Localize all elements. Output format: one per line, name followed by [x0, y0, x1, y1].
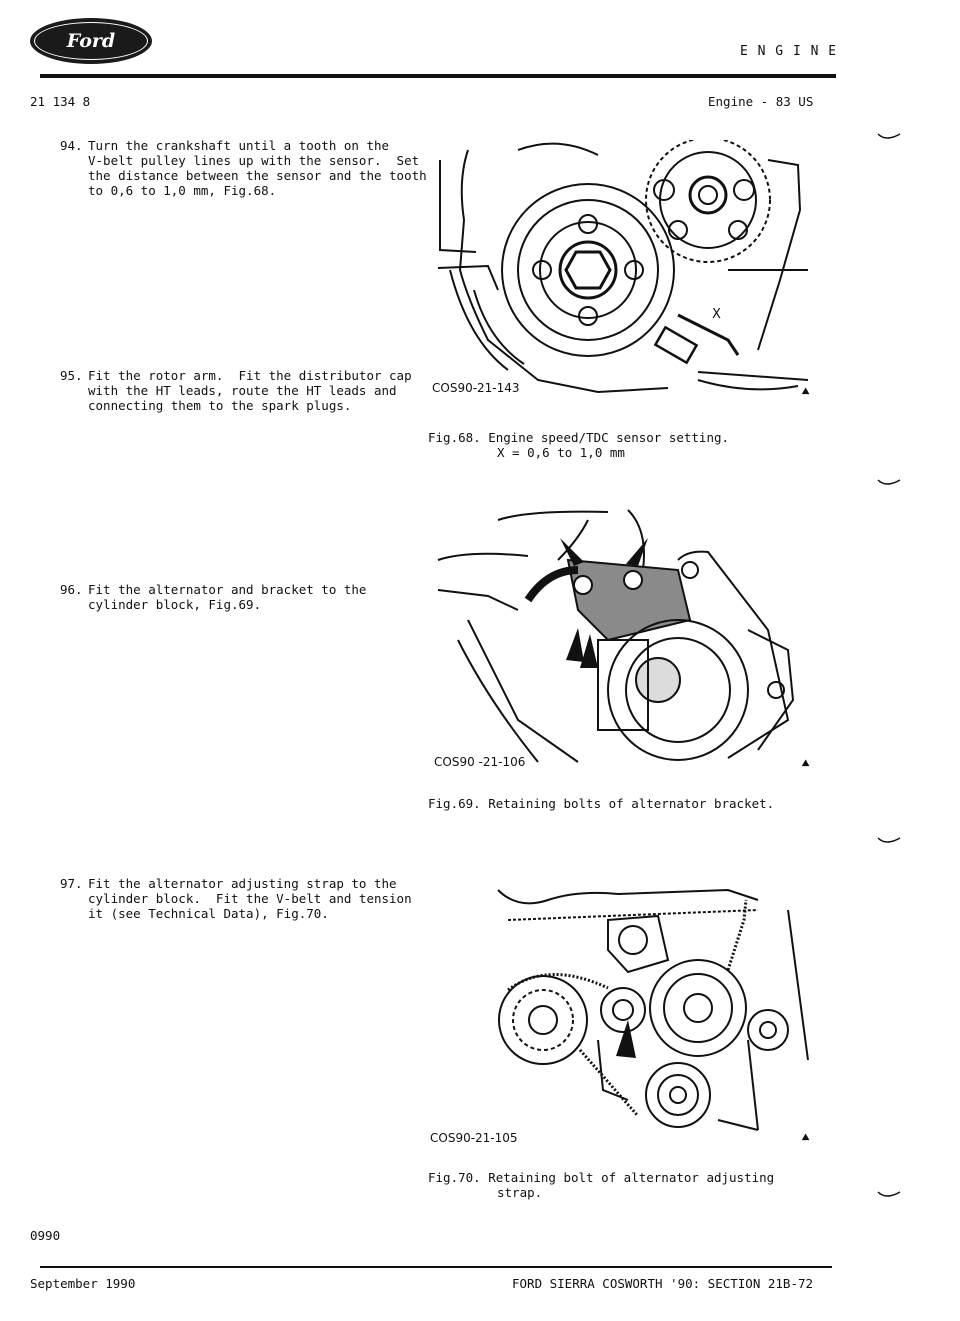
figure-ref-code: COS90-21-143	[432, 381, 520, 395]
ford-logo-text: Ford	[34, 22, 148, 60]
figure-70-caption: Fig.70. Retaining bolt of alternator adj…	[428, 1170, 775, 1185]
header-rule	[40, 74, 836, 78]
engine-ref: Engine - 83 US	[708, 94, 814, 109]
doc-code: 21 134 8	[30, 94, 91, 109]
figure-ref-code: COS90-21-105	[430, 1131, 518, 1145]
north-arrow-icon: ⯅	[800, 1130, 811, 1146]
step-text: Fit the alternator adjusting strap to th…	[88, 876, 412, 921]
step-text: Fit the alternator and bracket to the cy…	[88, 582, 367, 612]
figure-69-caption: Fig.69. Retaining bolts of alternator br…	[428, 796, 775, 811]
margin-mark	[877, 479, 901, 485]
step-number: 97.	[60, 876, 83, 891]
page-code: 0990	[30, 1228, 61, 1243]
margin-mark	[877, 1191, 901, 1197]
figure-ref-code: COS90 -21-106	[434, 755, 525, 769]
step-number: 96.	[60, 582, 83, 597]
section-title: E N G I N E	[740, 44, 838, 59]
alternator-bracket-illustration: COS90 -21-106 ⯅	[434, 509, 811, 772]
alternator-strap-illustration: COS90-21-105 ⯅	[430, 888, 811, 1146]
step-text: Fit the rotor arm. Fit the distributor c…	[88, 368, 412, 413]
step-number: 94.	[60, 138, 83, 153]
margin-mark	[877, 133, 901, 139]
step-number: 95.	[60, 368, 83, 383]
figure-70-caption-sub: strap.	[497, 1185, 543, 1200]
north-arrow-icon: ⯅	[800, 384, 811, 400]
figure-68-caption: Fig.68. Engine speed/TDC sensor setting.	[428, 430, 730, 445]
engine-sensor-illustration: X COS90-21-143 ⯅	[432, 140, 811, 400]
margin-mark	[877, 837, 901, 843]
footer-rule	[40, 1266, 832, 1268]
step-text: Turn the crankshaft until a tooth on the…	[88, 138, 427, 198]
ford-logo: Ford	[30, 18, 152, 64]
north-arrow-icon: ⯅	[800, 756, 811, 772]
figure-68-caption-sub: X = 0,6 to 1,0 mm	[497, 445, 625, 460]
footer-title: FORD SIERRA COSWORTH '90: SECTION 21B-72	[512, 1276, 814, 1291]
footer-date: September 1990	[30, 1276, 136, 1291]
callout-x: X	[712, 307, 721, 322]
